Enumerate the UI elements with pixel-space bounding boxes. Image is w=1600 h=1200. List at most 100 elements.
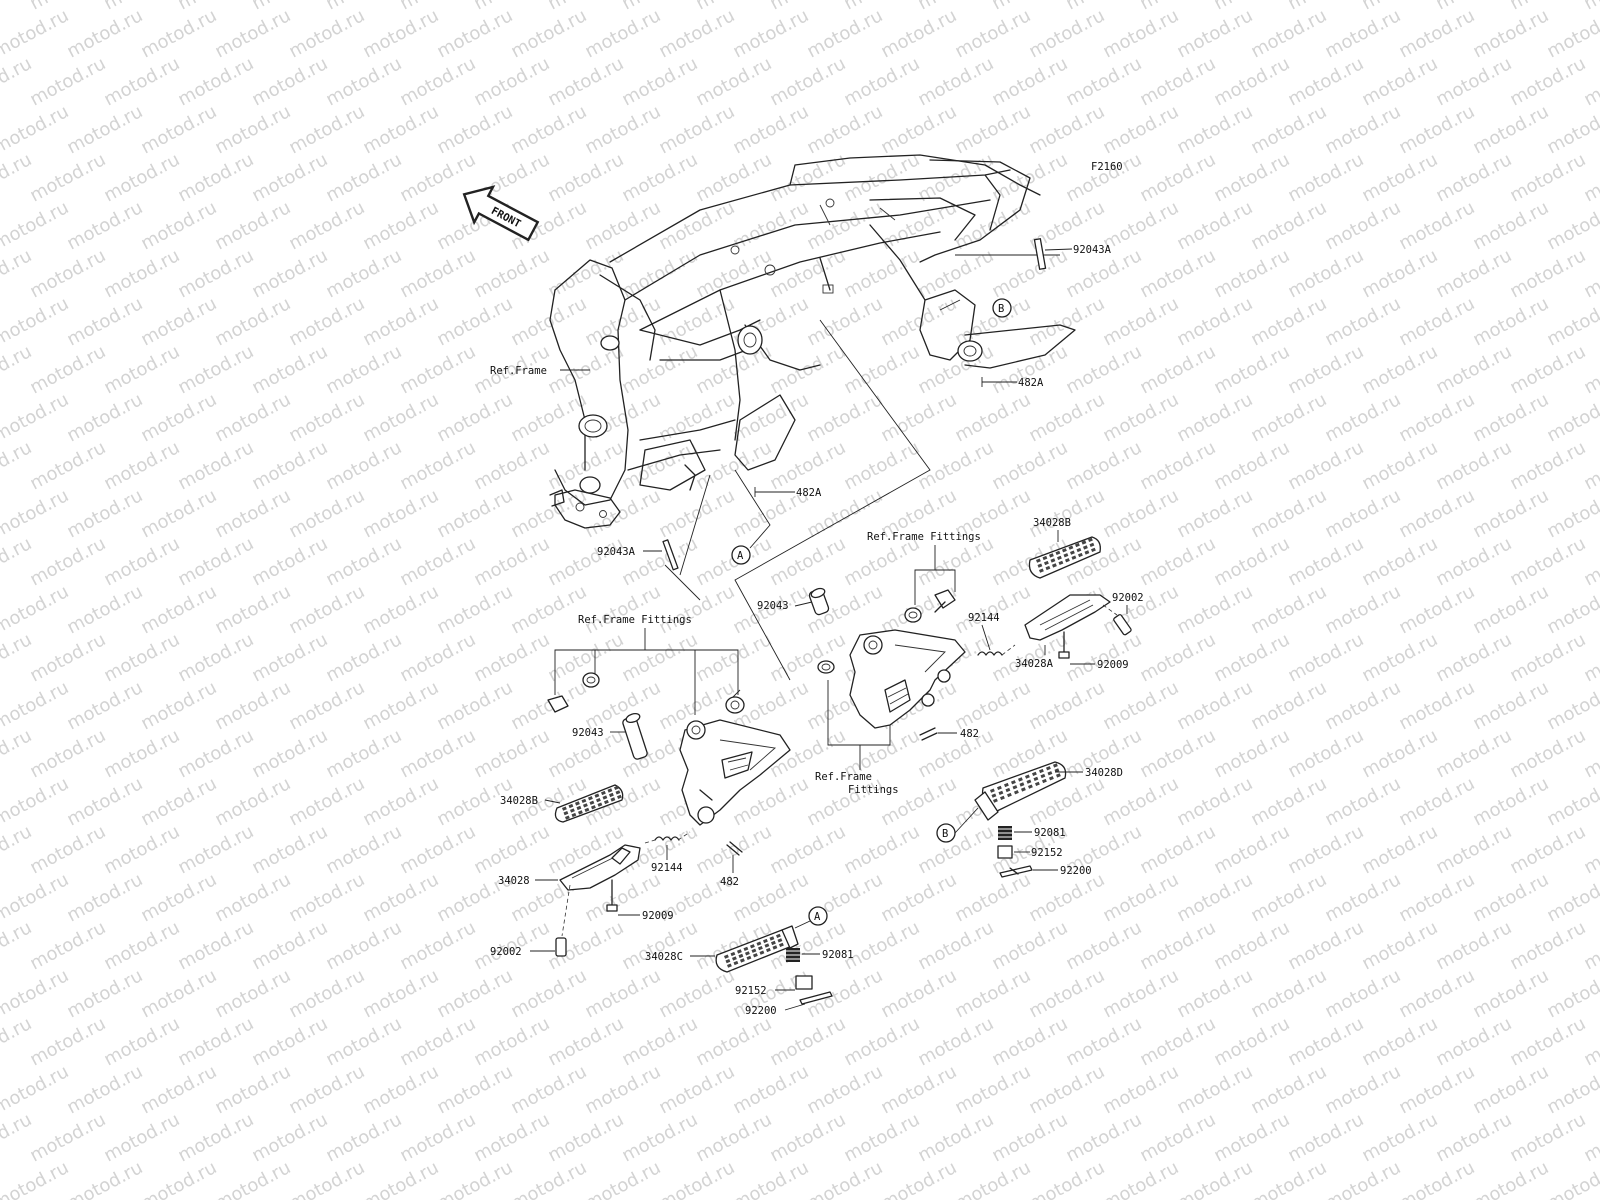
grip-dot: [1058, 560, 1064, 565]
watermark-text: motod.ru: [877, 5, 960, 62]
watermark-text: motod.ru: [470, 533, 553, 590]
grip-dot: [743, 946, 749, 951]
watermark-text: motod.ru: [1321, 965, 1404, 1022]
watermark-text: motod.ru: [396, 0, 479, 14]
watermark-text: motod.ru: [1506, 533, 1589, 590]
watermark-text: motod.ru: [1136, 629, 1219, 686]
watermark-text: motod.ru: [1321, 1157, 1404, 1200]
watermark-text: motod.ru: [1395, 869, 1478, 926]
watermark-text: motod.ru: [396, 629, 479, 686]
watermark-text: motod.ru: [322, 917, 405, 974]
label-92043A-mid: 92043A: [597, 546, 636, 558]
grip-dot: [1004, 782, 1009, 788]
part-92043A-top: 92043A: [1033, 238, 1112, 270]
watermark-text: motod.ru: [544, 149, 627, 206]
watermark-text: motod.ru: [1284, 53, 1367, 110]
watermark-text: motod.ru: [1321, 677, 1404, 734]
watermark-text: motod.ru: [951, 869, 1034, 926]
watermark-text: motod.ru: [1099, 293, 1182, 350]
grip-dot: [739, 958, 745, 963]
watermark-text: motod.ru: [26, 1109, 109, 1166]
watermark-text: motod.ru: [1321, 389, 1404, 446]
watermark-text: motod.ru: [0, 725, 35, 782]
watermark-text: motod.ru: [100, 1109, 183, 1166]
watermark-text: motod.ru: [1173, 197, 1256, 254]
watermark-text: motod.ru: [803, 197, 886, 254]
watermark-text: motod.ru: [1284, 821, 1367, 878]
watermark-text: motod.ru: [1247, 101, 1330, 158]
watermark-text: motod.ru: [470, 437, 553, 494]
label-92002-left: 92002: [490, 946, 522, 958]
watermark-text: motod.ru: [433, 293, 516, 350]
watermark-text: motod.ru: [63, 1157, 146, 1200]
watermark-text: motod.ru: [26, 917, 109, 974]
watermark-text: motod.ru: [692, 53, 775, 110]
grip-dot: [1049, 553, 1054, 558]
grip-dot: [1013, 790, 1019, 795]
watermark-text: motod.ru: [211, 5, 294, 62]
watermark-text: motod.ru: [1025, 677, 1108, 734]
grip-dot: [746, 955, 752, 960]
grip-dot: [1076, 547, 1082, 553]
watermark-text: motod.ru: [1469, 1061, 1552, 1118]
watermark-text: motod.ru: [877, 1157, 960, 1200]
watermark-text: motod.ru: [0, 821, 35, 878]
grip-dot: [563, 811, 569, 816]
grip-dot: [753, 953, 758, 958]
watermark-text: motod.ru: [1247, 389, 1330, 446]
grip-dot: [1088, 537, 1093, 542]
watermark-text: motod.ru: [396, 1013, 479, 1070]
grip-dot: [604, 799, 609, 805]
grip-dot: [568, 803, 574, 809]
watermark-text: motod.ru: [137, 677, 220, 734]
grip-dot: [1032, 771, 1037, 776]
grip-dot: [766, 947, 771, 953]
watermark-text: motod.ru: [470, 53, 553, 110]
watermark-text: motod.ru: [1247, 965, 1330, 1022]
watermark-text: motod.ru: [840, 1013, 923, 1070]
watermark-text: motod.ru: [63, 485, 146, 542]
watermark-text: motod.ru: [0, 341, 35, 398]
watermark-text: motod.ru: [1210, 533, 1293, 590]
watermark-text: motod.ru: [63, 677, 146, 734]
label-482-left: 482: [720, 876, 739, 888]
watermark-text: motod.ru: [0, 917, 35, 974]
watermark-text: motod.ru: [63, 293, 146, 350]
watermark-text: motod.ru: [692, 0, 775, 14]
grip-dot: [1042, 778, 1047, 784]
watermark-text: motod.ru: [470, 821, 553, 878]
watermark-text: motod.ru: [1395, 581, 1478, 638]
grip-dot: [607, 788, 613, 793]
watermark-text: motod.ru: [1210, 917, 1293, 974]
watermark-text: motod.ru: [63, 101, 146, 158]
watermark-text: motod.ru: [470, 725, 553, 782]
watermark-text: motod.ru: [1210, 437, 1293, 494]
label-92152-right: 92152: [1031, 847, 1063, 859]
watermark-text: motod.ru: [100, 917, 183, 974]
watermark-text: motod.ru: [618, 149, 701, 206]
watermark-text: motod.ru: [359, 101, 442, 158]
watermark-text: motod.ru: [1247, 197, 1330, 254]
spring-92081-bottom: [786, 948, 800, 962]
watermark-text: motod.ru: [1358, 149, 1441, 206]
watermark-text: motod.ru: [0, 533, 35, 590]
watermark-text: motod.ru: [1210, 821, 1293, 878]
part-34028B-right: 34028B: [1033, 517, 1071, 542]
grip-dot: [1044, 560, 1049, 566]
watermark-text: motod.ru: [285, 389, 368, 446]
watermark-text: motod.ru: [1432, 437, 1515, 494]
watermark-text: motod.ru: [359, 197, 442, 254]
grip-dot: [750, 944, 755, 949]
watermark-text: motod.ru: [211, 293, 294, 350]
watermark-text: motod.ru: [248, 245, 331, 302]
grip-dot: [1075, 542, 1080, 548]
watermark-text: motod.ru: [766, 1013, 849, 1070]
watermark-text: motod.ru: [1062, 917, 1145, 974]
watermark-text: motod.ru: [1469, 965, 1552, 1022]
watermark-text: motod.ru: [1321, 581, 1404, 638]
watermark-text: motod.ru: [840, 245, 923, 302]
watermark-text: motod.ru: [63, 389, 146, 446]
watermark-text: motod.ru: [988, 1109, 1071, 1166]
grip-dot: [594, 793, 600, 798]
watermark-text: motod.ru: [544, 1109, 627, 1166]
